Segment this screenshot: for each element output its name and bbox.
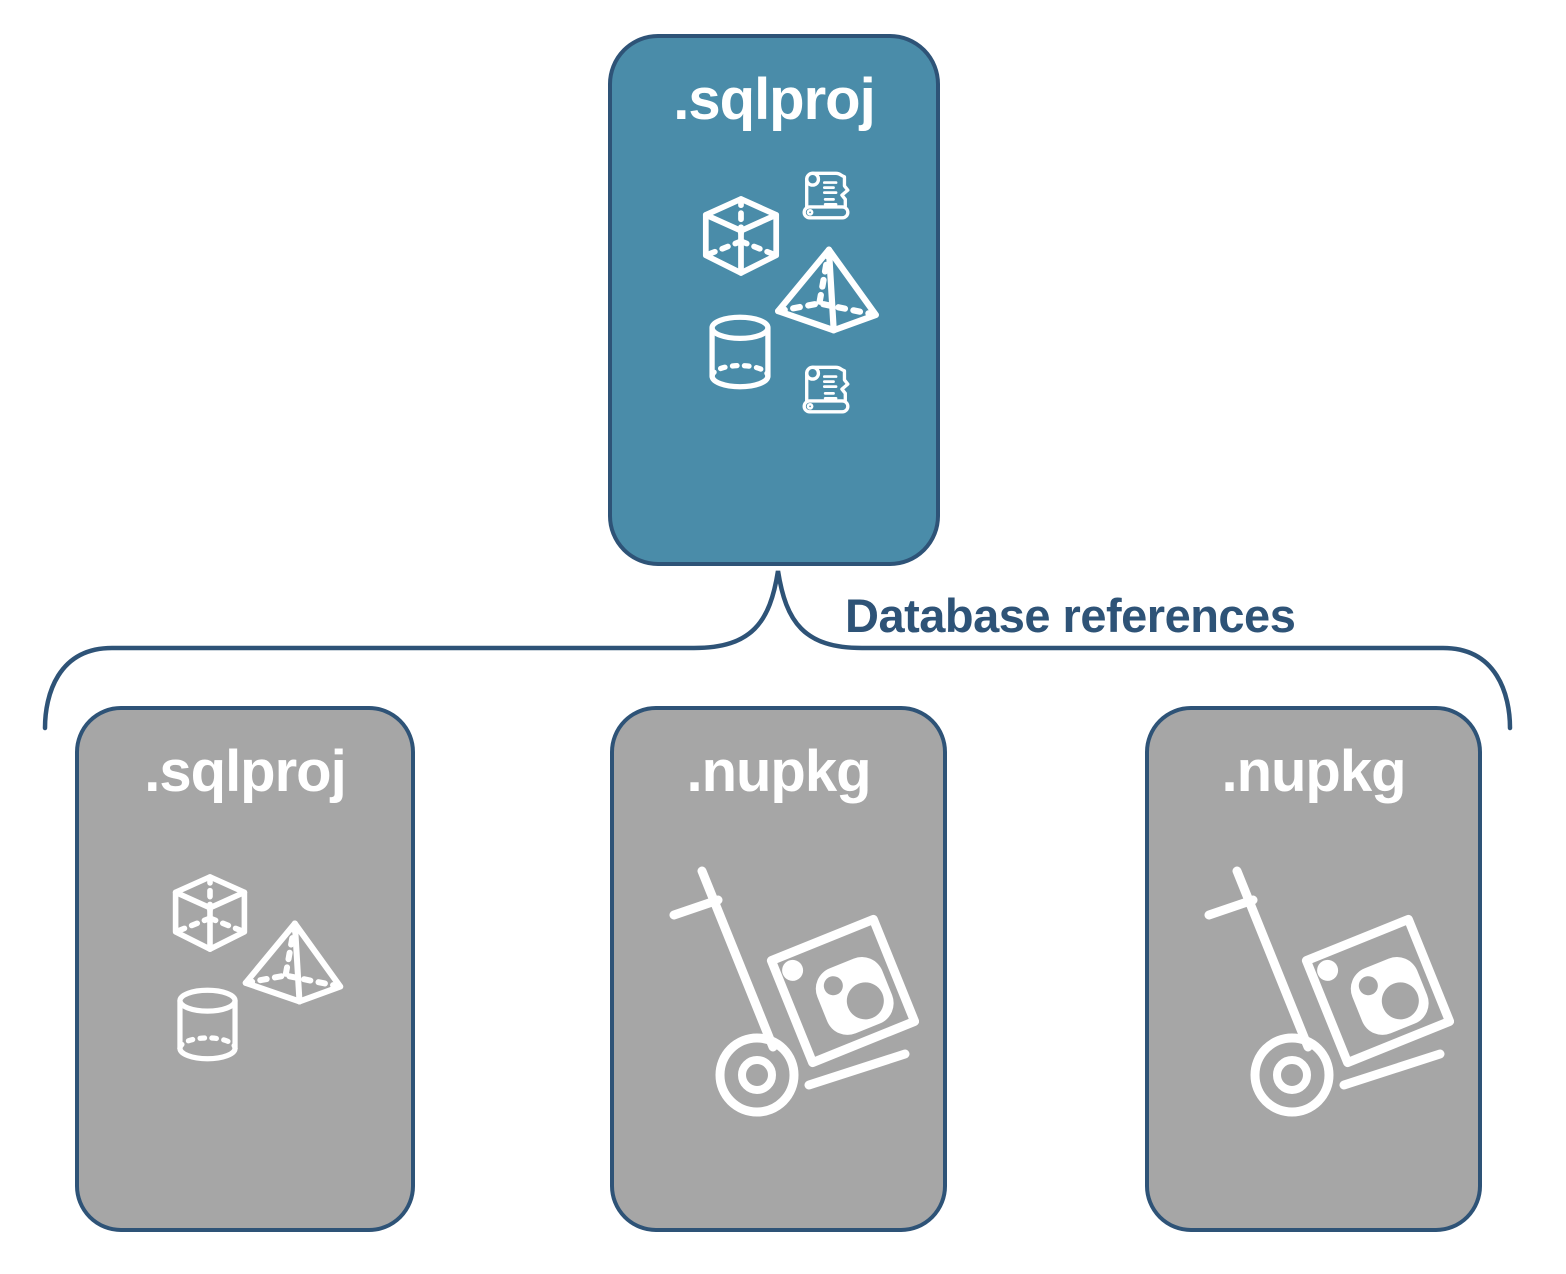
node-sqlproj-child: .sqlproj	[75, 706, 415, 1232]
cube-icon	[697, 192, 785, 280]
pyramid-icon	[242, 918, 344, 1007]
node-nupkg-child-1: .nupkg	[610, 706, 947, 1232]
cylinder-icon	[706, 312, 774, 392]
node-nupkg-child-2: .nupkg	[1145, 706, 1482, 1232]
cylinder-icon	[174, 985, 241, 1064]
pyramid-icon	[774, 244, 880, 336]
node-title: .nupkg	[1221, 739, 1406, 804]
connector-label: Database references	[845, 589, 1296, 642]
node-title: .sqlproj	[144, 739, 346, 804]
hand-truck-package-icon	[1204, 865, 1454, 1125]
node-sqlproj-root: .sqlproj	[608, 34, 940, 566]
node-title: .sqlproj	[673, 67, 875, 132]
scroll-icon	[799, 170, 853, 222]
scroll-icon	[799, 364, 853, 416]
cube-icon	[167, 870, 253, 956]
node-title: .nupkg	[686, 739, 871, 804]
hand-truck-package-icon	[669, 865, 919, 1125]
